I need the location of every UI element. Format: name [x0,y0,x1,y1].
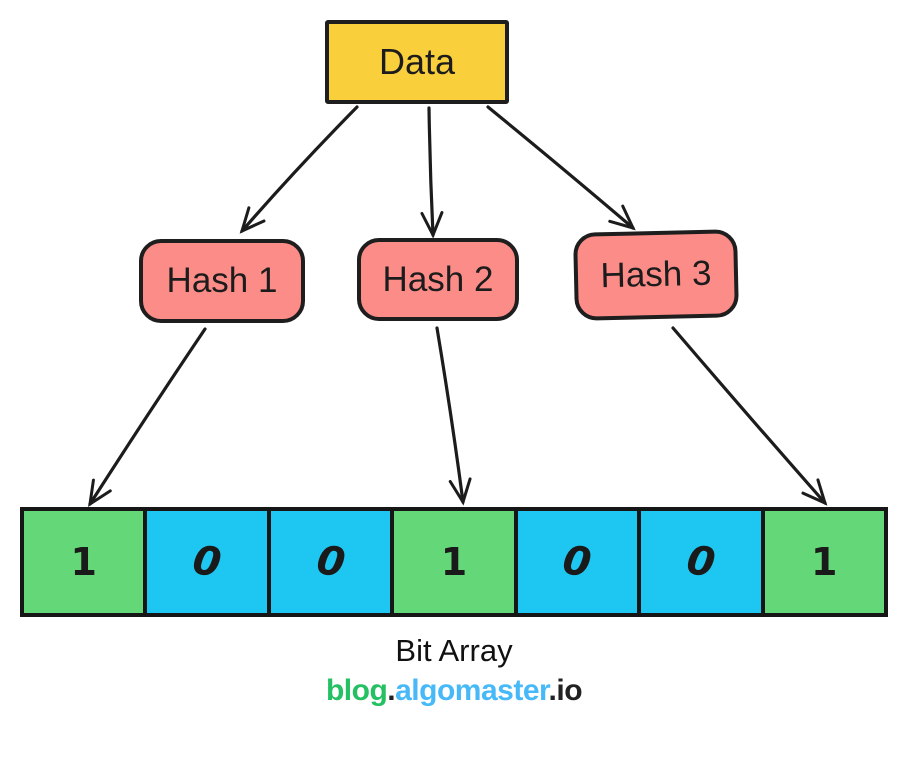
bit-value: 1 [70,540,97,584]
arrow-hash1-to-bit0 [88,327,207,508]
watermark-algomaster: algomaster [395,674,549,707]
bit-cell-4: 0 [513,507,642,617]
bit-array-caption: Bit Array [395,633,513,668]
bit-cell-1: 0 [143,507,271,617]
bit-cell-5: 0 [637,507,765,617]
watermark-io: io [556,674,583,707]
arrow-data-to-hash1 [239,105,359,234]
bit-cell-2: 0 [266,507,395,617]
bit-value: 0 [560,537,595,587]
hash1-node: Hash 1 [139,239,305,323]
hash3-node: Hash 3 [573,229,739,321]
watermark-blog: blog [325,674,388,707]
bit-value: 1 [811,540,838,584]
arrow-data-to-hash2 [420,106,444,239]
bit-cell-0: 1 [20,507,148,617]
hash2-node: Hash 2 [357,238,519,321]
bit-value: 0 [189,537,225,587]
bit-value: 0 [683,537,719,587]
data-node: Data [325,20,509,104]
bit-value: 1 [440,540,468,584]
watermark-dot1: . [387,674,396,707]
arrow-data-to-hash3 [486,105,636,231]
bit-array: 1 0 0 1 0 0 1 [20,507,888,617]
bit-cell-6: 1 [760,507,888,617]
arrow-hash3-to-bit6 [671,326,828,506]
watermark: blog.algomaster.io [20,674,888,708]
bit-cell-3: 1 [390,507,518,617]
watermark-dot2: . [548,674,557,707]
arrow-hash2-to-bit3 [435,326,472,506]
bit-value: 0 [313,537,348,587]
